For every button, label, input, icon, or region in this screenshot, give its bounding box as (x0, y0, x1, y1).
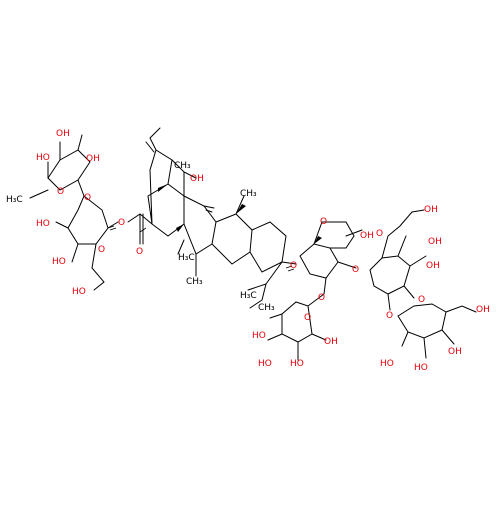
ring-b (211, 213, 253, 265)
wedge-bond (314, 236, 322, 244)
center-arabinose-ring (299, 243, 339, 279)
atom-methyl: CH₃ (240, 189, 257, 199)
atom-ring-o: O (98, 245, 105, 255)
atom-ring-o: O (320, 217, 327, 227)
ring-a (249, 221, 287, 273)
atom-ring-o: O (304, 313, 311, 323)
atom-oh: OH (428, 237, 442, 247)
atom-oh: OH (56, 129, 70, 139)
atom-oh: OH (448, 347, 462, 357)
atom-oh: OH (424, 205, 438, 215)
upper-right-glucose-ring (369, 255, 411, 295)
atom-ho: HO (72, 287, 86, 297)
atom-glycosidic-o: O (318, 293, 325, 303)
atom-glycosidic-o: O (84, 193, 91, 203)
lower-left-glucose-ring (281, 293, 325, 343)
wedge-bond (236, 204, 246, 214)
atom-ho: HO (252, 331, 266, 341)
atom-methyl: CH₃ (186, 277, 203, 287)
atom-oh: OH (360, 231, 374, 241)
atom-methyl: H₃C (240, 291, 257, 301)
lower-right-glucose-ring (397, 303, 447, 339)
atom-oh: OH (476, 305, 490, 315)
atom-oh: OH (324, 337, 338, 347)
ring-c (183, 195, 217, 255)
atom-ho: HO (36, 153, 50, 163)
atom-ho: HO (258, 359, 272, 369)
rhamnose-ring (47, 149, 91, 191)
atom-methyl: CH₃ (174, 161, 191, 171)
atom-carbonyl-o: O (136, 247, 143, 257)
atom-methyl: H₃C (6, 195, 23, 205)
atom-oh: OH (426, 261, 440, 271)
bond-layer (29, 127, 477, 361)
atom-labels: OH HO OH H₃C O O HO HO O HO O O OH CH₃ C… (6, 129, 490, 373)
atom-ho: HO (52, 257, 66, 267)
atom-ring-o: O (57, 187, 64, 197)
wedge-bond (158, 184, 168, 192)
atom-methyl: CH₃ (258, 303, 275, 313)
atom-ho: HO (380, 359, 394, 369)
atom-ho: HO (36, 219, 50, 229)
atom-oh: OH (190, 174, 204, 184)
left-glucose-ring (67, 195, 109, 245)
atom-ring-o: O (376, 229, 383, 239)
wedge-bond (176, 224, 184, 232)
atom-glycosidic-o: O (352, 265, 359, 275)
atom-oh: OH (86, 154, 100, 164)
stereo-bonds (107, 184, 322, 272)
atom-ho: HO (290, 359, 304, 369)
atom-glycosidic-o: O (386, 311, 393, 321)
atom-ring-o: O (418, 295, 425, 305)
atom-methyl: H₃C (178, 253, 195, 263)
atom-glycosidic-o: O (290, 261, 297, 271)
atom-ho: HO (414, 363, 428, 373)
ring-e (147, 149, 173, 225)
atom-ester-o: O (118, 218, 125, 228)
